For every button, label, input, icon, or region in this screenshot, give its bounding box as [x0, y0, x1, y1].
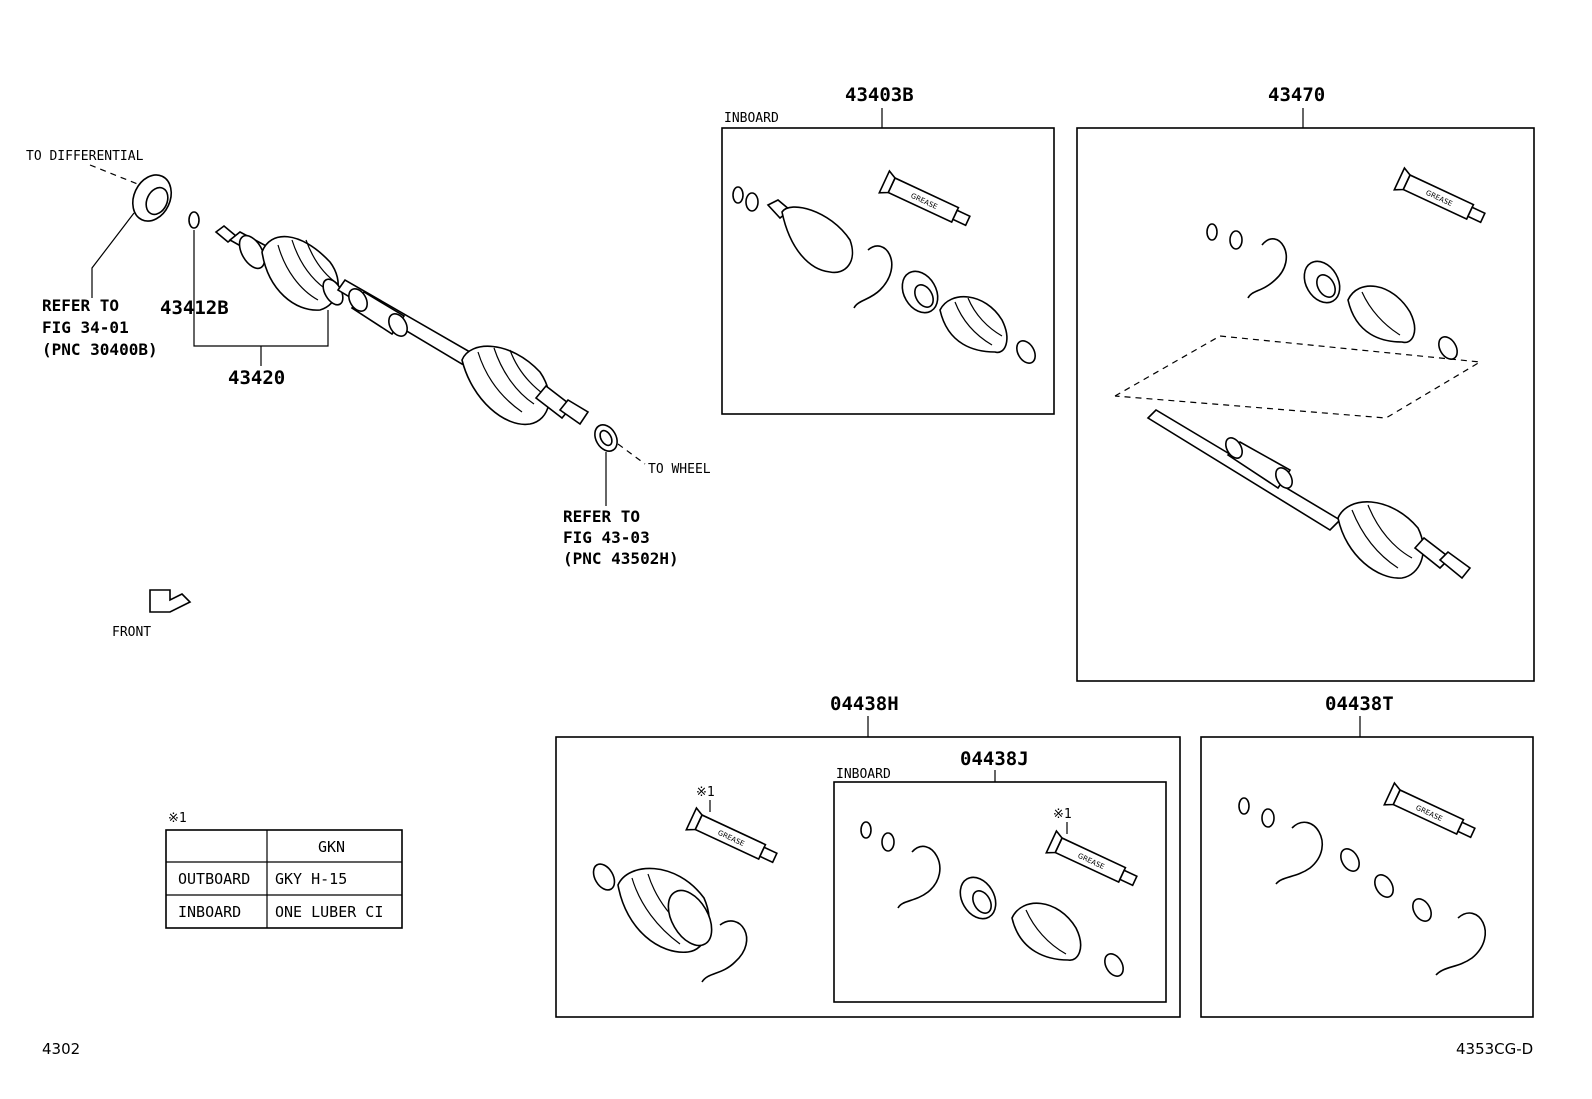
boot-clamp [853, 245, 893, 309]
grease-tube-icon: GREASE [878, 169, 971, 227]
circlip [745, 192, 759, 212]
kit-04438H: 04438H ※1 GREASE 04438J INBOARD ※1 [555, 693, 1181, 1018]
grease-tube-icon: GREASE [1383, 781, 1476, 839]
table-row-label: OUTBOARD [178, 870, 250, 888]
circlip [881, 832, 895, 852]
grease-tube-icon: GREASE [1045, 829, 1138, 887]
inboard-label-04438J: INBOARD [836, 767, 891, 782]
grease-tube-icon: GREASE [1393, 166, 1486, 224]
refer-left-line2: FIG 34-01 [42, 318, 129, 337]
part-number-43470: 43470 [1268, 84, 1325, 106]
kit-43470: 43470 GREASE [1076, 84, 1535, 682]
boot-clamp [897, 845, 941, 909]
footer-right-code: 4353CG-D [1456, 1040, 1533, 1058]
differential-oil-seal [131, 174, 173, 222]
snap-ring [860, 821, 872, 839]
refer-left-line1: REFER TO [42, 296, 119, 315]
part-number-04438J: 04438J [960, 748, 1029, 770]
boot-clamp [701, 920, 748, 983]
kit-43403B: 43403B INBOARD GREASE [721, 84, 1055, 415]
refer-right-line2: FIG 43-03 [563, 528, 650, 547]
part-number-43420: 43420 [228, 367, 285, 389]
table-row-value: GKY H-15 [275, 870, 347, 888]
circlip [1229, 230, 1243, 250]
table-header-gkn: GKN [318, 838, 345, 856]
footer-left-code: 4302 [42, 1040, 80, 1058]
part-number-04438H: 04438H [830, 693, 899, 715]
inboard-label-43403B: INBOARD [724, 111, 779, 126]
grease-spec-table: ※1 GKN OUTBOARD GKY H-15 INBOARD ONE LUB… [165, 811, 403, 929]
snap-ring [1238, 797, 1250, 815]
boot-clamp [1435, 912, 1487, 976]
main-drive-shaft-assembly: TO DIFFERENTIAL REFER TO FIG 34-01 (PNC … [26, 149, 711, 640]
grease-tube-icon: GREASE [685, 806, 778, 864]
refer-right-line1: REFER TO [563, 507, 640, 526]
table-row-value: ONE LUBER CI [275, 903, 383, 921]
part-number-04438T: 04438T [1325, 693, 1394, 715]
snap-ring [188, 211, 200, 229]
boot-clamp [1247, 238, 1288, 299]
snap-ring [732, 186, 744, 204]
boot-clamp [1275, 821, 1323, 885]
part-number-43403B: 43403B [845, 84, 914, 106]
kit-04438J: 04438J INBOARD ※1 GREASE [833, 748, 1167, 1003]
table-row-label: INBOARD [178, 903, 241, 921]
drive-shaft [214, 224, 590, 426]
to-differential-label: TO DIFFERENTIAL [26, 149, 144, 164]
front-label: FRONT [112, 625, 151, 640]
note-mark-04438J: ※1 [1053, 807, 1072, 822]
hub-nut [594, 424, 618, 452]
refer-left-line3: (PNC 30400B) [42, 340, 158, 359]
refer-right-line3: (PNC 43502H) [563, 549, 679, 568]
snap-ring [1206, 223, 1218, 241]
to-wheel-label: TO WHEEL [648, 462, 711, 477]
table-caption: ※1 [168, 811, 187, 826]
kit-04438T: 04438T GREASE [1200, 693, 1534, 1018]
circlip [1261, 808, 1275, 828]
note-mark-04438H: ※1 [696, 785, 715, 800]
front-arrow-icon [149, 589, 192, 613]
